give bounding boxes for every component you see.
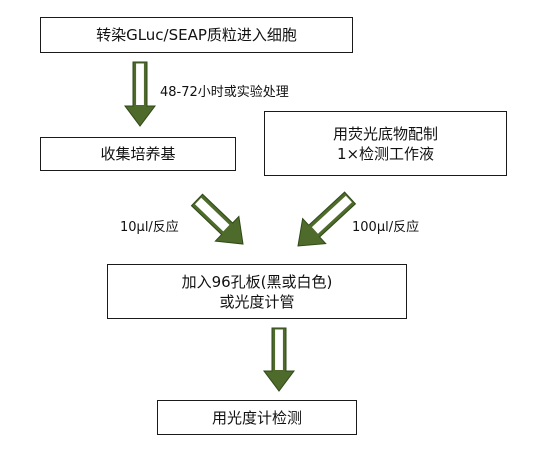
left-volume-label: 10μl/反应 <box>120 220 179 235</box>
step-plate-box: 加入96孔板(黑或白色) 或光度计管 <box>107 264 407 319</box>
step-reagent-box: 用荧光底物配制 1×检测工作液 <box>264 111 507 176</box>
arrow-transfect-to-collect-shaft-gap <box>136 63 144 105</box>
time-label: 48-72小时或实验处理 <box>160 85 289 100</box>
arrow-plate-to-measure-shaft-gap <box>275 329 283 370</box>
right-volume-label: 100μl/反应 <box>352 220 420 235</box>
arrow-collect-to-plate-shaft-gap <box>194 197 230 232</box>
step-measure-box: 用光度计检测 <box>157 400 357 435</box>
step-plate-line1: 加入96孔板(黑或白色) <box>181 272 333 291</box>
step-reagent-line2: 1×检测工作液 <box>336 144 435 163</box>
step-collect-box: 收集培养基 <box>40 137 236 171</box>
step-reagent-line1: 用荧光底物配制 <box>332 124 438 143</box>
step-collect-text: 收集培养基 <box>100 145 176 163</box>
step-measure-text: 用光度计检测 <box>211 408 302 427</box>
arrow-reagent-to-plate-shaft-gap <box>311 195 352 234</box>
step-plate-line2: 或光度计管 <box>219 292 295 311</box>
step-transfect-box: 转染GLuc/SEAP质粒进入细胞 <box>40 17 353 53</box>
step-transfect-text: 转染GLuc/SEAP质粒进入细胞 <box>96 26 297 44</box>
